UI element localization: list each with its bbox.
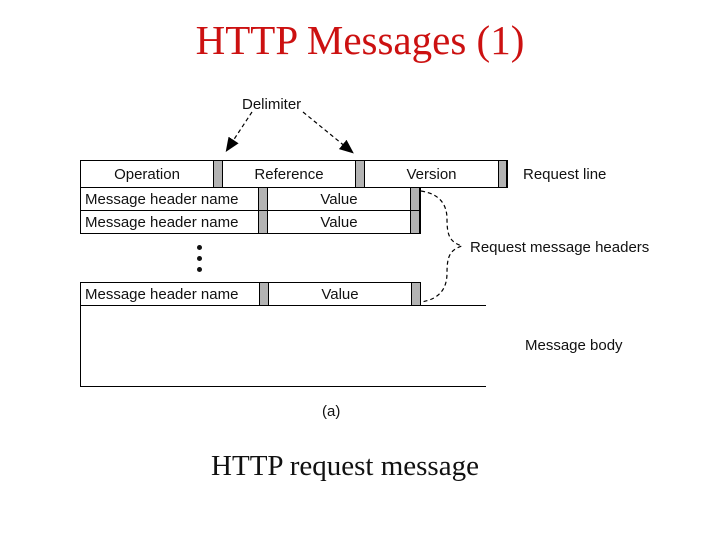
header-row: Message header name Value xyxy=(80,210,421,234)
header-value-cell: Value xyxy=(321,285,359,303)
reference-cell: Reference xyxy=(254,165,324,183)
header-value-cell: Value xyxy=(320,213,358,231)
delimiter-bar xyxy=(258,211,268,233)
delimiter-arrow-right-icon xyxy=(302,111,354,154)
message-body-box xyxy=(80,305,486,387)
delimiter-bar xyxy=(410,188,420,210)
delimiter-bar xyxy=(410,211,420,233)
header-name-cell: Message header name xyxy=(85,285,239,303)
ellipsis-dot xyxy=(197,245,202,250)
request-line-label: Request line xyxy=(523,166,607,183)
delimiter-bar xyxy=(355,161,365,187)
delimiter-bar xyxy=(258,188,268,210)
message-body-label: Message body xyxy=(525,337,623,354)
slide-caption: HTTP request message xyxy=(211,450,479,482)
delimiter-bar xyxy=(213,161,223,187)
delimiter-bar xyxy=(411,283,421,305)
delimiter-label: Delimiter xyxy=(242,96,302,113)
request-message-headers-label: Request message headers xyxy=(470,239,650,256)
request-line-row: Operation Reference Version xyxy=(80,160,508,188)
header-row: Message header name Value xyxy=(80,282,421,305)
slide-title: HTTP Messages (1) xyxy=(195,17,525,63)
delimiter-bar xyxy=(498,161,507,187)
operation-cell: Operation xyxy=(114,165,180,183)
header-value-cell: Value xyxy=(320,190,358,208)
header-name-cell: Message header name xyxy=(85,213,239,231)
figure-label: (a) xyxy=(322,403,341,420)
version-cell: Version xyxy=(406,165,457,183)
headers-brace-icon xyxy=(420,190,464,303)
ellipsis-dot xyxy=(197,267,202,272)
delimiter-bar xyxy=(259,283,269,305)
ellipsis-dot xyxy=(197,256,202,261)
header-row: Message header name Value xyxy=(80,187,421,211)
delimiter-arrow-left-icon xyxy=(225,111,253,153)
header-name-cell: Message header name xyxy=(85,190,239,208)
